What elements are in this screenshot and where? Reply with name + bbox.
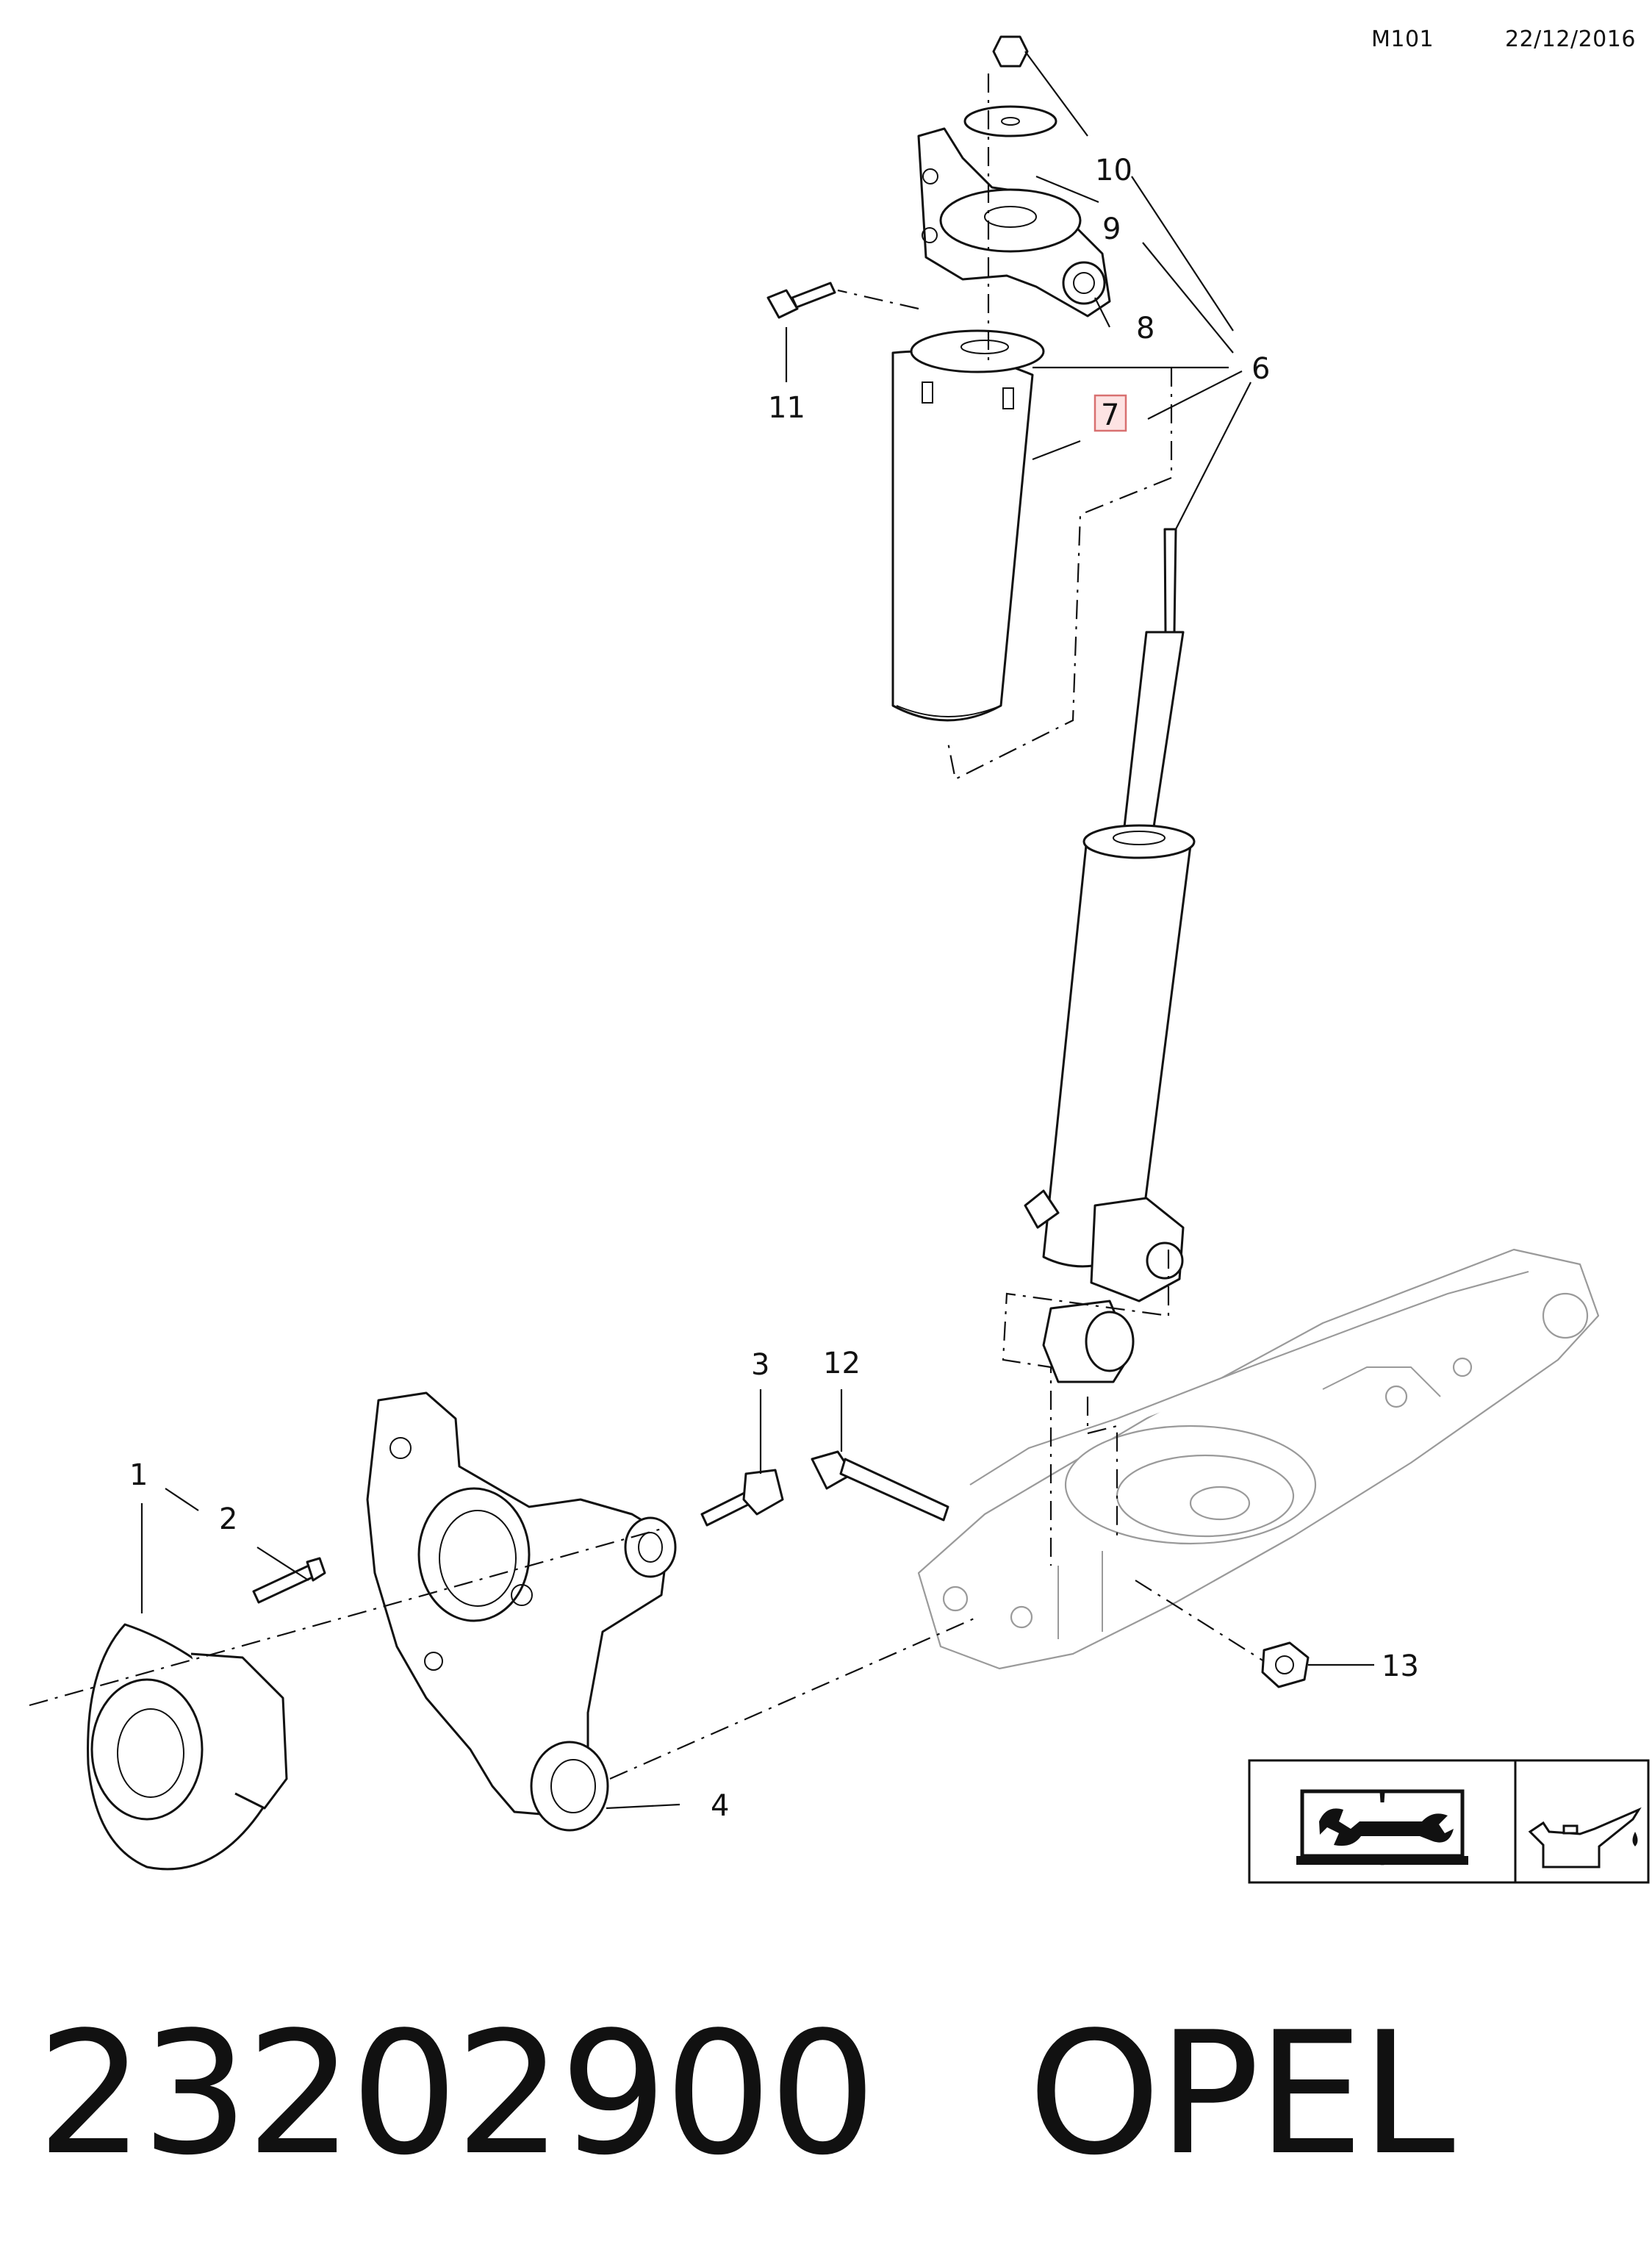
callout-7: 7 [1101, 398, 1119, 432]
callout-labels: 1 2 3 4 5 6 7 8 9 10 11 12 13 [129, 154, 1553, 1823]
top-mount [917, 35, 1111, 318]
manual-wrench-icon [1296, 1789, 1468, 1866]
wheel-hub [87, 1623, 288, 1871]
callout-11: 11 [768, 391, 805, 425]
dust-boot [891, 329, 1045, 722]
callout-7-highlight [1093, 394, 1127, 432]
callout-6: 6 [1251, 352, 1270, 386]
bolt-12 [811, 1450, 949, 1522]
callout-10: 10 [1095, 154, 1132, 187]
knuckle [366, 1391, 677, 1817]
callout-13: 13 [1382, 1649, 1419, 1683]
exploded-parts-diagram: 1 2 3 4 5 6 7 8 9 10 11 12 13 [29, 35, 1650, 1884]
leader-lines [140, 51, 1374, 1810]
diagram-code: M101 [1371, 26, 1434, 52]
legend-box [1248, 1759, 1650, 1884]
bushing-4 [530, 1741, 609, 1832]
footer: 23202900 OPEL [37, 1996, 1455, 2193]
wheel-stud-2 [252, 1557, 326, 1604]
callout-4: 4 [711, 1789, 729, 1823]
assembly-lines [29, 74, 1265, 1780]
diagram-date: 22/12/2016 [1505, 26, 1636, 52]
callout-3: 3 [751, 1348, 769, 1382]
shock-absorber [1024, 528, 1196, 1383]
part-number: 23202900 [37, 1996, 877, 2193]
rear-axle-beam [917, 1248, 1600, 1670]
callout-1: 1 [129, 1458, 148, 1492]
callout-8: 8 [1136, 312, 1154, 345]
callout-12: 12 [823, 1347, 861, 1380]
oil-can-icon [1528, 1807, 1642, 1868]
callout-9: 9 [1102, 212, 1121, 246]
nut-13 [1261, 1641, 1310, 1688]
brand-name: OPEL [1027, 1996, 1455, 2193]
bolt-3 [700, 1469, 784, 1527]
bolt-11 [766, 282, 836, 319]
callout-2: 2 [219, 1502, 237, 1536]
